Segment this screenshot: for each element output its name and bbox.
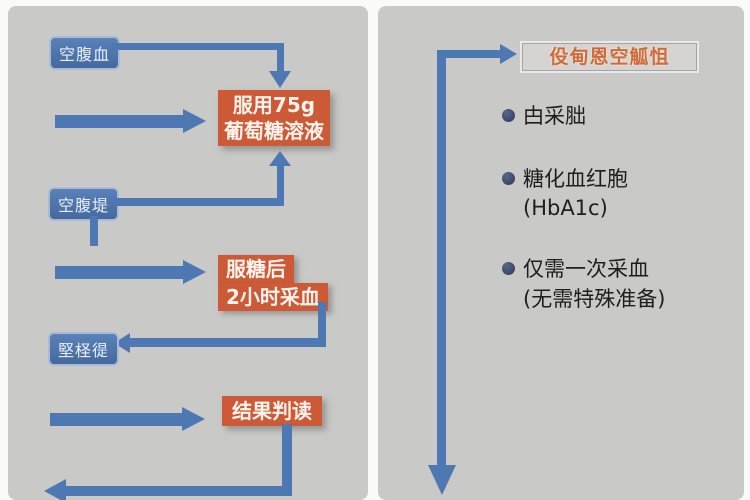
arrow-down-icon — [428, 465, 456, 495]
connector-step1-horizontal — [112, 43, 284, 50]
arrow1-shaft — [55, 115, 183, 128]
connector-step2-vertical — [277, 166, 284, 206]
connector-result-horizontal — [66, 486, 292, 496]
bullet3-line1: 仅需一次采血 — [523, 257, 649, 281]
connector-2h-vertical — [318, 302, 326, 344]
bullet3-line2: (无需特殊准备) — [523, 287, 666, 311]
draw-2h-node: 服糖后 2小时采血 — [218, 255, 328, 311]
step2-stub-line — [90, 216, 98, 246]
arrow3-shaft — [50, 413, 182, 426]
arrow-left-icon — [44, 479, 66, 500]
connector-step1-vertical — [277, 43, 284, 73]
result-node: 结果判读 — [222, 396, 322, 426]
arrow-right-icon — [183, 260, 206, 284]
draw-2h-line1: 服糖后 — [218, 255, 294, 283]
bullet2-line1: 糖化血红胞 — [523, 167, 628, 191]
bullet2-line2: (HbA1c) — [523, 196, 608, 220]
bullet-dot-icon — [502, 109, 515, 122]
fasting-blood-node: 空腹血 — [49, 36, 121, 70]
right-elbow-horizontal — [437, 50, 500, 58]
connector-2h-horizontal — [130, 338, 326, 347]
bullet-dot-icon — [502, 172, 515, 185]
glucose-75g-node: 服用75g 葡萄糖溶液 — [218, 90, 330, 146]
arrow-right-icon — [500, 44, 517, 64]
arrow-right-icon — [183, 109, 206, 133]
draw-2h-line2: 2小时采血 — [218, 283, 328, 311]
arrow-right-icon — [182, 407, 205, 431]
bullet-dot-icon — [502, 262, 515, 275]
right-title-box: 伇甸恩空觚怚 — [522, 43, 697, 71]
right-info-panel — [378, 6, 744, 500]
bullet1-text: 甴采胐 — [523, 104, 586, 128]
arrow-down-icon — [269, 71, 291, 88]
glucose-75g-line1: 服用75g — [232, 93, 316, 117]
connector-result-vertical — [282, 424, 292, 488]
arrow-up-icon — [269, 151, 291, 166]
right-vertical-line — [437, 50, 446, 467]
glucose-75g-line2: 葡萄糖溶液 — [224, 119, 324, 143]
step3-node: 堅柽徥 — [48, 332, 120, 366]
connector-step2-horizontal — [116, 198, 282, 206]
fasting-step2-node: 空腹堤 — [48, 187, 120, 221]
arrow2-shaft — [55, 266, 183, 279]
